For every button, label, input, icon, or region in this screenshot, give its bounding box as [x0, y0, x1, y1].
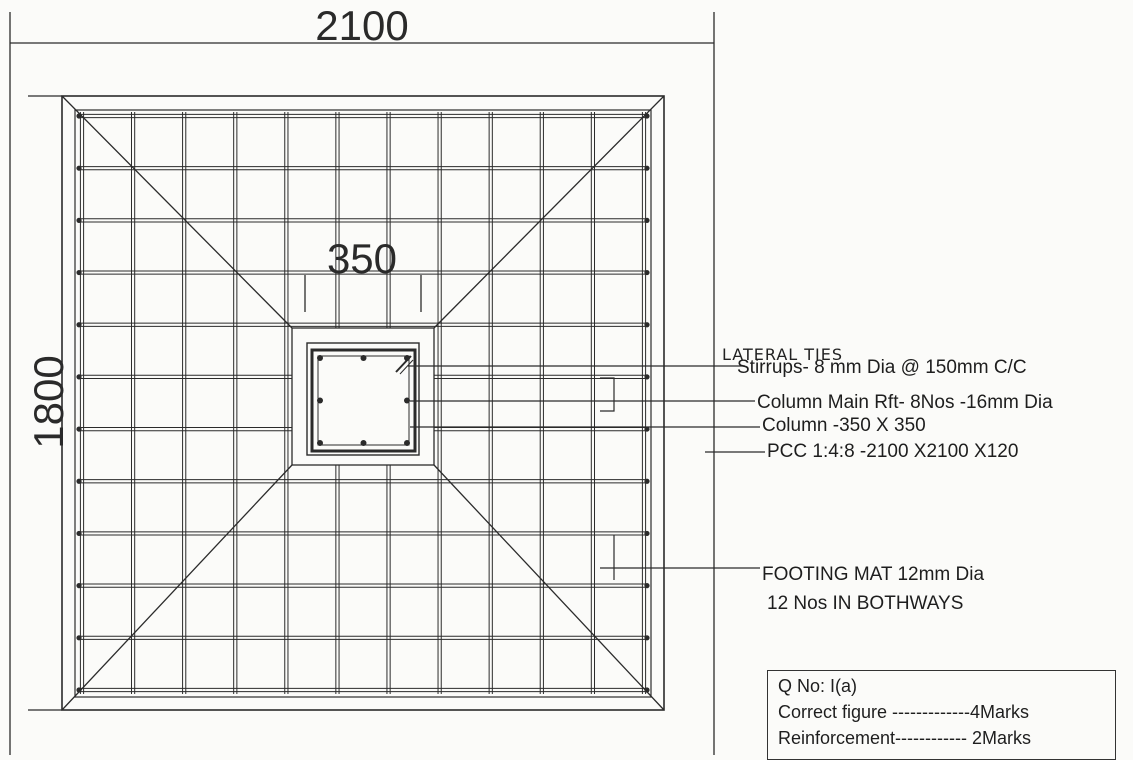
footing-outline — [61, 95, 665, 711]
rebar-horizontal — [78, 218, 648, 223]
column-main-bar — [360, 440, 367, 446]
lateral-ties-handwritten: LATERAL TIES — [722, 345, 843, 364]
rebar-horizontal — [78, 687, 648, 693]
rebar-vertical — [488, 112, 493, 694]
rebar-horizontal — [78, 479, 648, 484]
rebar-vertical — [233, 112, 238, 694]
column-main-rft-note: Column Main Rft- 8Nos -16mm Dia — [757, 392, 1053, 413]
column-main-bar — [317, 355, 323, 361]
question-number: Q No: I(a) — [778, 676, 858, 696]
stirrups-note: Stirrups- 8 mm Dia @ 150mm C/C — [737, 357, 1027, 378]
marks-row-correct-figure: Correct figure -------------4Marks — [778, 702, 1029, 722]
rebar-end — [76, 269, 82, 276]
column-main-bar — [404, 397, 410, 404]
footing-mat-grid — [76, 112, 650, 694]
rebar-horizontal — [78, 322, 648, 327]
rebar-vertical — [284, 112, 289, 694]
rebar-end — [644, 165, 650, 171]
rebar-end — [76, 478, 82, 484]
rebar-end — [644, 583, 650, 589]
width-dimension — [9, 12, 715, 755]
rebar-end — [76, 217, 82, 223]
rebar-end — [644, 269, 650, 276]
rebar-vertical — [182, 112, 187, 694]
rebar-end — [644, 530, 650, 537]
rebar-end — [644, 322, 650, 328]
rebar-vertical — [130, 112, 136, 694]
rebar-horizontal — [78, 270, 648, 275]
rebar-end — [76, 635, 82, 641]
rebar-end — [76, 374, 82, 380]
rebar-end — [76, 426, 82, 432]
pcc-note: PCC 1:4:8 -2100 X2100 X120 — [767, 441, 1018, 462]
column-main-bar — [404, 440, 410, 446]
rebar-vertical — [590, 112, 596, 694]
rebar-end — [644, 635, 650, 641]
marks-row-reinforcement: Reinforcement------------ 2Marks — [778, 728, 1031, 748]
slope-diagonals — [61, 95, 665, 711]
column-dimension — [304, 275, 422, 312]
rebar-vertical — [641, 112, 647, 694]
rebar-horizontal — [78, 583, 648, 588]
column-dimension-label: 350 — [327, 235, 397, 282]
rebar-end — [76, 530, 82, 537]
rebar-end — [644, 217, 650, 223]
rebar-end — [76, 165, 82, 171]
leader-lines — [408, 365, 765, 580]
width-label: 2100 — [315, 2, 408, 49]
rebar-end — [644, 426, 650, 432]
rebar-horizontal — [78, 166, 648, 171]
column-main-bar — [360, 355, 367, 361]
rebar-horizontal — [78, 113, 648, 119]
rebar-end — [644, 374, 650, 380]
footing-mat-note-line1: FOOTING MAT 12mm Dia — [762, 564, 984, 585]
rebar-end — [644, 478, 650, 484]
rebar-end — [76, 583, 82, 589]
footing-mat-note-line2: 12 Nos IN BOTHWAYS — [767, 593, 963, 614]
column-size-note: Column -350 X 350 — [762, 415, 926, 436]
column-main-bar — [404, 355, 410, 361]
rebar-horizontal — [78, 635, 648, 640]
column-main-bar — [317, 440, 323, 446]
rebar-end — [76, 322, 82, 328]
rebar-vertical — [437, 112, 442, 694]
height-dimension — [28, 95, 62, 711]
column-main-bar — [317, 397, 323, 404]
rebar-horizontal — [78, 531, 648, 536]
rebar-vertical — [539, 112, 544, 694]
column-main-bars — [317, 355, 410, 446]
rebar-vertical — [79, 112, 85, 694]
height-label: 1800 — [25, 355, 72, 448]
marks-scheme-box: Q No: I(a) Correct figure -------------4… — [767, 670, 1116, 760]
